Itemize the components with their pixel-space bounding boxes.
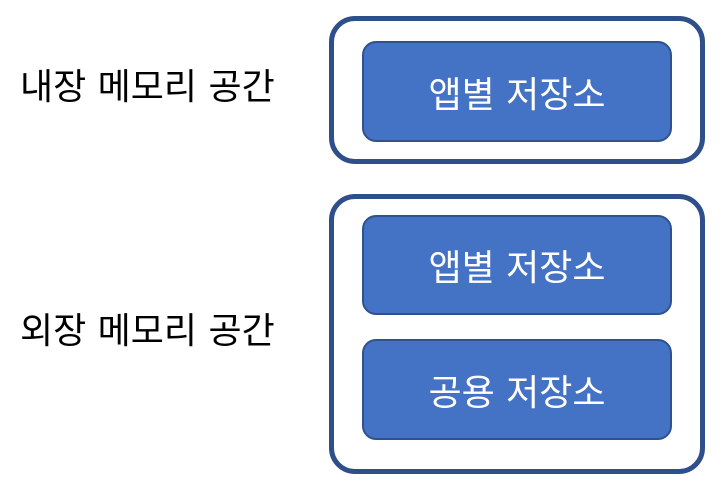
external-shared-storage-box: 공용 저장소	[362, 339, 672, 440]
internal-memory-label: 내장 메모리 공간	[20, 67, 275, 108]
external-app-storage-box: 앱별 저장소	[362, 215, 672, 315]
external-memory-label: 외장 메모리 공간	[20, 311, 275, 352]
internal-app-storage-box: 앱별 저장소	[362, 41, 672, 142]
